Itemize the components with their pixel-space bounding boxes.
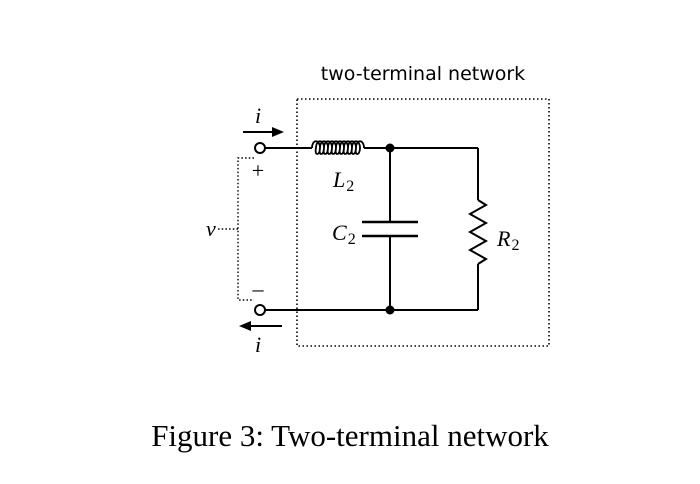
inductor-coil-icon — [311, 140, 365, 155]
minus-sign: – — [252, 276, 265, 301]
voltage-bracket — [237, 157, 254, 301]
voltage-label: v — [206, 216, 216, 241]
current-label-top: i — [255, 103, 261, 128]
inductor-letter: L — [332, 167, 345, 192]
resistor-label: R2 — [496, 226, 519, 254]
resistor-subscript: 2 — [511, 237, 519, 254]
inductor-label: L2 — [332, 167, 354, 195]
plus-sign: + — [252, 158, 264, 183]
figure-caption: Figure 3: Two-terminal network — [151, 418, 549, 453]
bottom-terminal — [254, 304, 266, 316]
resistor-zigzag-icon — [467, 199, 489, 265]
current-arrow-top — [243, 127, 284, 137]
capacitor-letter: C — [332, 220, 347, 245]
resistor-letter: R — [496, 226, 511, 251]
current-label-bottom: i — [255, 332, 261, 357]
network-title: two-terminal network — [321, 63, 525, 85]
top-terminal — [254, 142, 266, 154]
bottom-node — [385, 305, 395, 315]
current-arrow-bottom — [239, 321, 282, 331]
inductor-subscript: 2 — [346, 178, 354, 195]
network-boundary — [296, 98, 550, 347]
capacitor-subscript: 2 — [348, 231, 356, 248]
capacitor-label: C2 — [332, 220, 356, 248]
